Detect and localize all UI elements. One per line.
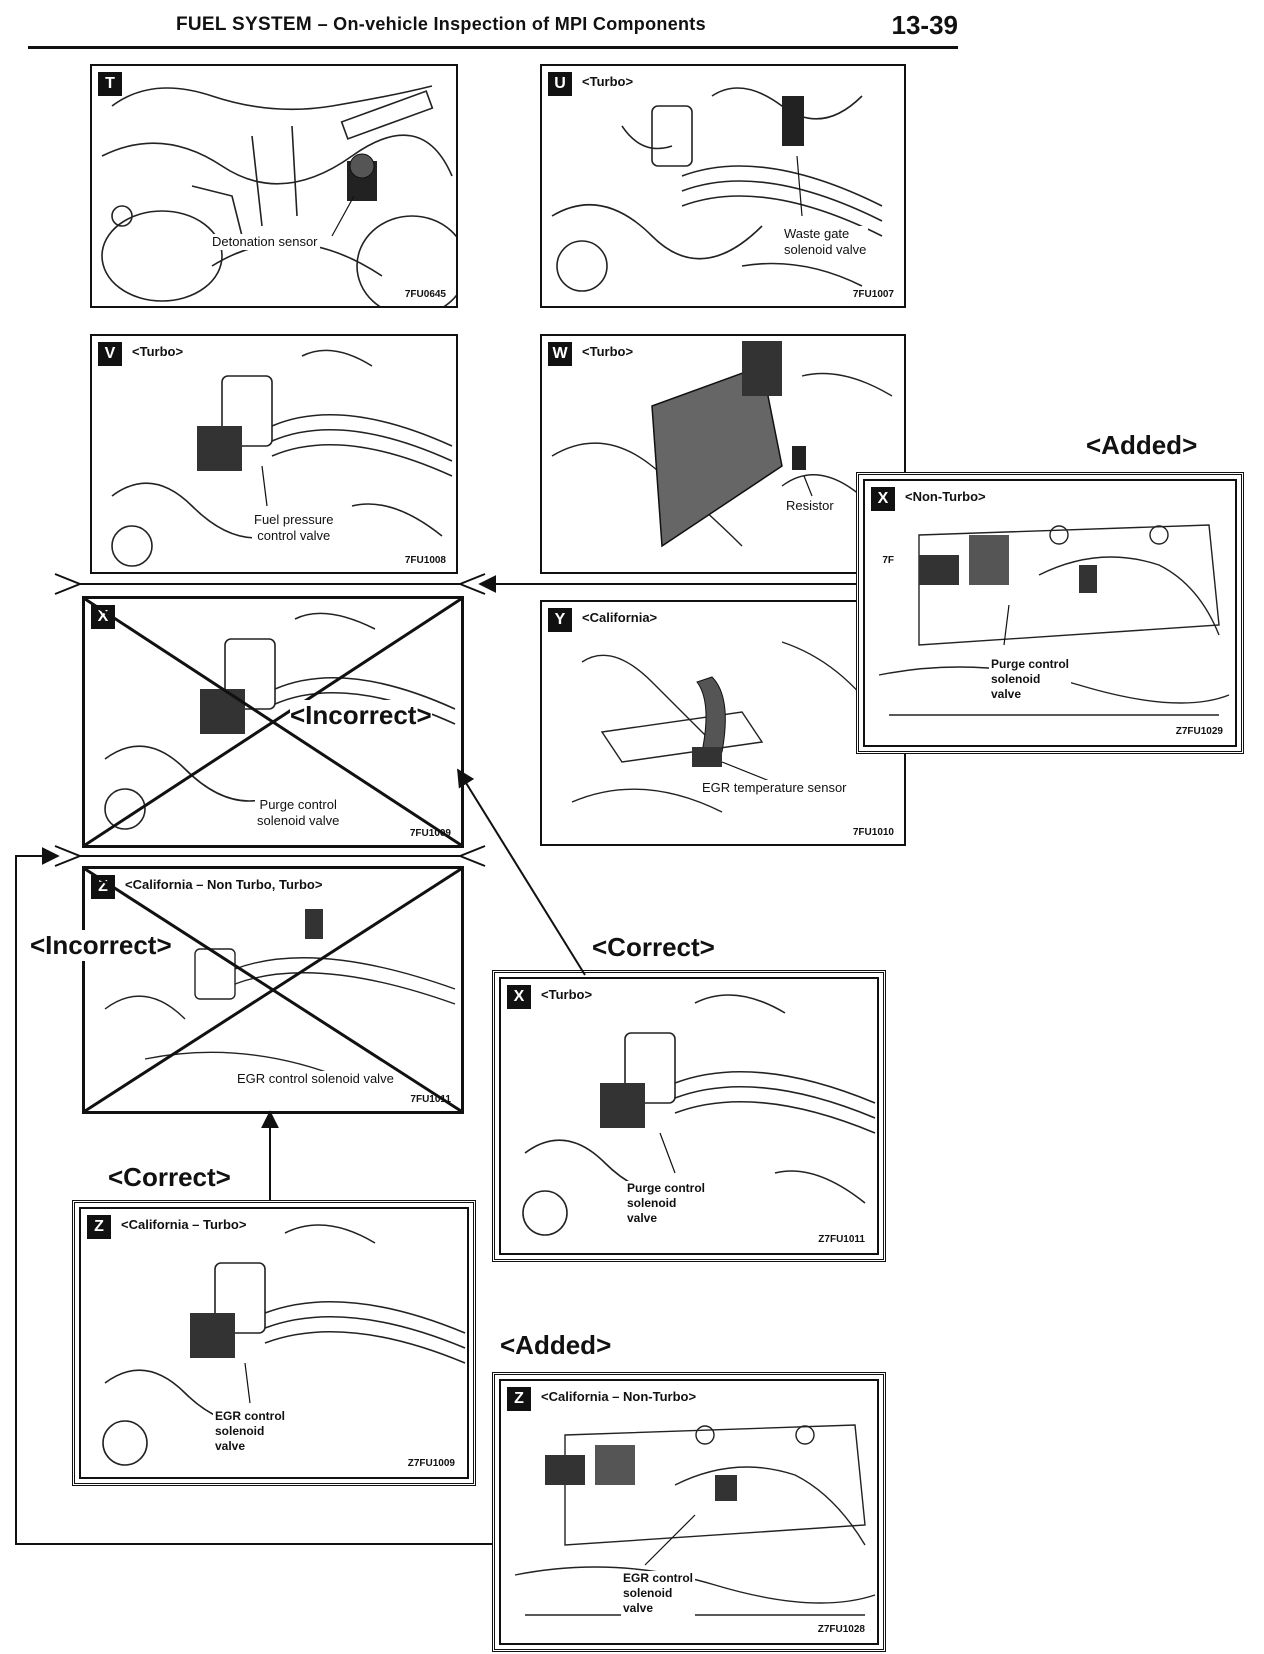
- correct-tag: <Correct>: [592, 932, 715, 962]
- waste-gate-label: Waste gate solenoid valve: [782, 226, 869, 258]
- figure-code: 7FU0645: [402, 289, 448, 300]
- panel-letter: X: [871, 487, 895, 511]
- incorrect-tag: <Incorrect>: [290, 700, 432, 731]
- panel-qualifier: <Turbo>: [580, 74, 636, 89]
- added-tag: <Added>: [500, 1330, 612, 1360]
- panel-letter: Z: [87, 1215, 111, 1239]
- engine-illustration: [104, 612, 456, 830]
- panel-u: U <Turbo> Waste gate solenoid valve 7FU1…: [540, 64, 906, 308]
- panel-w: W <Turbo> Resistor 7F: [540, 334, 906, 574]
- panel-letter: Y: [548, 608, 572, 632]
- resistor-label: Resistor: [784, 498, 836, 514]
- panel-letter: Z: [507, 1387, 531, 1411]
- panel-v: V <Turbo> Fuel pressure control valve 7F…: [90, 334, 458, 574]
- purge-control-label: Purge control solenoid valve: [625, 1181, 708, 1226]
- panel-t: T Detonation sensor 7FU0645: [90, 64, 458, 308]
- panel-qualifier: <Turbo>: [580, 344, 636, 359]
- header-title-sub: – On-vehicle Inspection of MPI Component…: [317, 14, 706, 34]
- figure-code: Z7FU1011: [816, 1234, 867, 1245]
- engine-illustration: [101, 85, 456, 306]
- page-number: 13-39: [891, 10, 959, 40]
- egr-control-label: EGR control solenoid valve: [621, 1571, 696, 1616]
- correct-tag: <Correct>: [108, 1162, 231, 1192]
- panel-letter: X: [507, 985, 531, 1009]
- egr-temperature-label: EGR temperature sensor: [700, 780, 849, 796]
- panel-z-added: Z <California – Non-Turbo> EGR control s…: [492, 1372, 886, 1652]
- panel-qualifier: <Non-Turbo>: [903, 489, 988, 504]
- figure-code: 7FU1009: [407, 828, 453, 839]
- header-title: FUEL SYSTEM – On-vehicle Inspection of M…: [176, 14, 706, 36]
- panel-letter: W: [548, 342, 572, 366]
- engine-illustration: [878, 524, 1230, 716]
- engine-illustration: [514, 1424, 876, 1616]
- panel-z-incorrect: Z <California – Non Turbo, Turbo> EGR co…: [82, 866, 464, 1114]
- added-tag: <Added>: [1086, 430, 1198, 460]
- detonation-sensor-label: Detonation sensor: [210, 234, 320, 250]
- page-header: FUEL SYSTEM – On-vehicle Inspection of M…: [28, 8, 959, 49]
- purge-control-label: Purge control solenoid valve: [255, 797, 342, 829]
- panel-qualifier: <California – Turbo>: [119, 1217, 249, 1232]
- panel-z-correct: Z <California – Turbo> EGR control solen…: [72, 1200, 476, 1486]
- panel-qualifier: <California – Non-Turbo>: [539, 1389, 699, 1404]
- egr-control-label: EGR control solenoid valve: [213, 1409, 288, 1454]
- cross-out-mark: [85, 599, 461, 845]
- panel-qualifier: <California>: [580, 610, 660, 625]
- figure-code: Z7FU1029: [1173, 726, 1225, 737]
- fuel-pressure-label: Fuel pressure control valve: [252, 512, 336, 544]
- panel-x-incorrect: X Purge control solenoid valve 7FU1009: [82, 596, 464, 848]
- figure-code: Z7FU1009: [405, 1458, 457, 1469]
- panel-letter: T: [98, 72, 122, 96]
- figure-code: 7FU1008: [402, 555, 448, 566]
- engine-illustration: [111, 349, 453, 567]
- panel-qualifier: <Turbo>: [130, 344, 186, 359]
- figure-code: Z7FU1028: [815, 1624, 867, 1635]
- panel-letter: U: [548, 72, 572, 96]
- purge-control-label: Purge control solenoid valve: [989, 657, 1072, 702]
- panel-x-added: X <Non-Turbo> Purge control solenoid val…: [856, 472, 1244, 754]
- panel-y: Y <California> EGR temperature sensor 7F…: [540, 600, 906, 846]
- engine-illustration: [571, 641, 883, 813]
- panel-qualifier: <Turbo>: [539, 987, 595, 1002]
- header-rule: [28, 46, 958, 49]
- figure-code: 7FU1007: [850, 289, 896, 300]
- panel-x-correct: X <Turbo> Purge control solenoid valve Z…: [492, 970, 886, 1262]
- cross-out-mark: [85, 869, 461, 1111]
- incorrect-tag: <Incorrect>: [30, 930, 172, 961]
- engine-illustration: [551, 87, 883, 292]
- engine-illustration: [551, 341, 893, 548]
- panel-letter: V: [98, 342, 122, 366]
- header-title-main: FUEL SYSTEM: [176, 14, 312, 35]
- figure-code: 7F: [880, 555, 896, 566]
- figure-code: 7FU1010: [850, 827, 896, 838]
